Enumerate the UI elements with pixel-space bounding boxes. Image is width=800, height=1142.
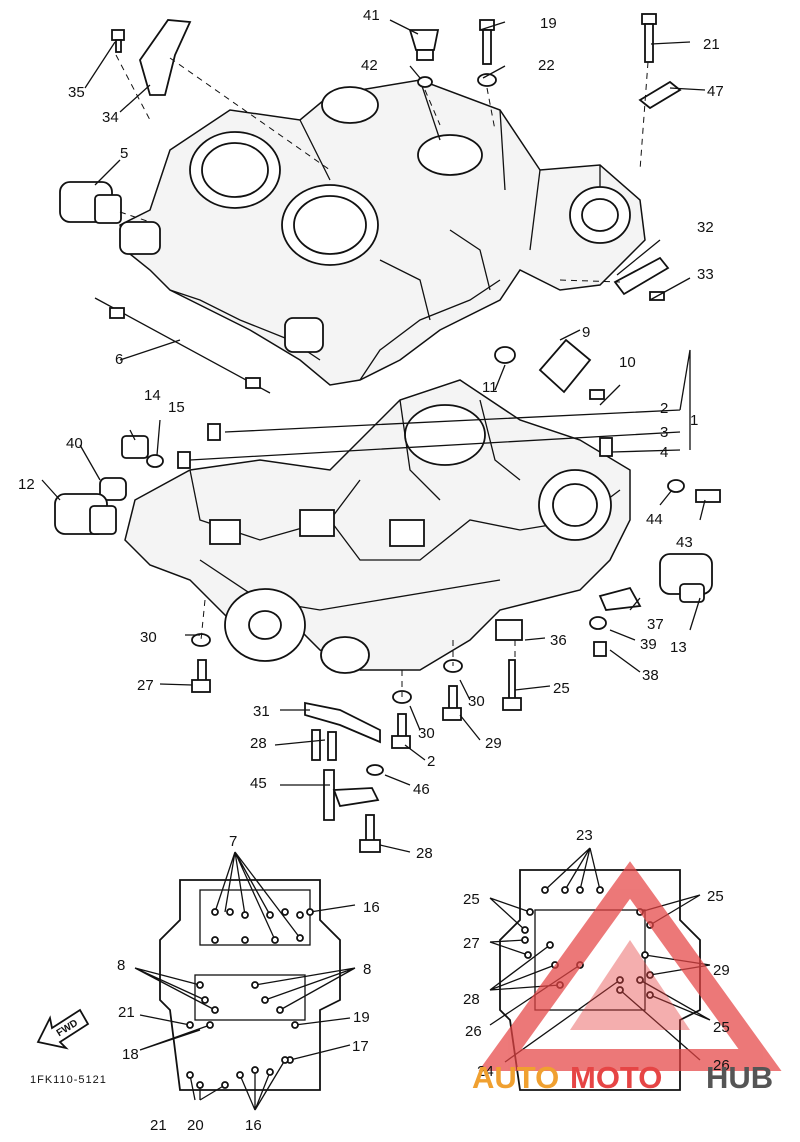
label-12: 12 xyxy=(18,476,35,493)
label-6: 6 xyxy=(115,351,123,368)
label-20: 20 xyxy=(187,1117,204,1134)
label-45: 45 xyxy=(250,775,267,792)
label-36: 36 xyxy=(550,632,567,649)
label-22: 22 xyxy=(538,57,555,74)
fwd-arrow: FWD xyxy=(36,1008,90,1050)
logo-triangle-inner xyxy=(570,940,690,1030)
label-5: 5 xyxy=(120,145,128,162)
label-19-top: 19 xyxy=(540,15,557,32)
label-25-main: 25 xyxy=(553,680,570,697)
label-29-bottom: 29 xyxy=(713,962,730,979)
lower-crankcase xyxy=(124,379,631,674)
label-21-bottom: 21 xyxy=(150,1117,167,1134)
label-4: 4 xyxy=(660,444,668,461)
small-parts xyxy=(54,13,721,853)
label-32: 32 xyxy=(697,219,714,236)
part-labels: 1 2 2 3 4 5 6 7 8 8 9 10 11 12 13 14 15 … xyxy=(18,7,730,1134)
label-25-lower: 25 xyxy=(713,1019,730,1036)
label-16-top: 16 xyxy=(363,899,380,916)
label-40: 40 xyxy=(66,435,83,452)
label-30-low: 30 xyxy=(418,725,435,742)
label-3: 3 xyxy=(660,424,668,441)
label-18: 18 xyxy=(122,1046,139,1063)
label-28-upper: 28 xyxy=(250,735,267,752)
label-30-left: 30 xyxy=(140,629,157,646)
label-27-bottom: 27 xyxy=(463,935,480,952)
watermark-hub: HUB xyxy=(706,1060,773,1095)
automotohub-logo xyxy=(478,861,782,1071)
label-30-mid: 30 xyxy=(468,693,485,710)
label-8-right: 8 xyxy=(363,961,371,978)
watermark-auto: AUTO xyxy=(472,1060,559,1095)
label-33: 33 xyxy=(697,266,714,283)
label-13: 13 xyxy=(670,639,687,656)
label-39: 39 xyxy=(640,636,657,653)
label-8-left: 8 xyxy=(117,957,125,974)
label-25-right: 25 xyxy=(707,888,724,905)
label-46: 46 xyxy=(413,781,430,798)
label-28-lower: 28 xyxy=(416,845,433,862)
label-19-bottom: 19 xyxy=(353,1009,370,1026)
watermark-text: AUTO MOTO HUB xyxy=(472,1060,773,1095)
leader-lines xyxy=(41,19,711,1111)
label-35: 35 xyxy=(68,84,85,101)
label-16-bottom: 16 xyxy=(245,1117,262,1134)
label-38: 38 xyxy=(642,667,659,684)
upper-crankcase xyxy=(119,79,646,386)
label-2: 2 xyxy=(660,400,668,417)
label-43: 43 xyxy=(676,534,693,551)
label-47: 47 xyxy=(707,83,724,100)
label-17: 17 xyxy=(352,1038,369,1055)
bottom-bolts xyxy=(186,886,654,1089)
label-2b: 2 xyxy=(427,753,435,770)
label-9: 9 xyxy=(582,324,590,341)
label-42: 42 xyxy=(361,57,378,74)
label-25-left: 25 xyxy=(463,891,480,908)
label-27: 27 xyxy=(137,677,154,694)
label-29: 29 xyxy=(485,735,502,752)
label-34: 34 xyxy=(102,109,119,126)
label-15: 15 xyxy=(168,399,185,416)
label-37: 37 xyxy=(647,616,664,633)
label-28-bottom: 28 xyxy=(463,991,480,1008)
logo-triangle-outer xyxy=(478,861,782,1071)
label-21-left: 21 xyxy=(118,1004,135,1021)
label-44: 44 xyxy=(646,511,663,528)
label-7: 7 xyxy=(229,833,237,850)
label-41: 41 xyxy=(363,7,380,24)
bottom-view-left xyxy=(159,879,341,1091)
watermark-moto: MOTO xyxy=(570,1060,662,1095)
label-1: 1 xyxy=(690,412,698,429)
label-11: 11 xyxy=(482,379,498,396)
label-26-right: 26 xyxy=(713,1057,730,1074)
diagram-code: 1FK110-5121 xyxy=(30,1074,107,1086)
label-21-top: 21 xyxy=(703,36,720,53)
label-10: 10 xyxy=(619,354,636,371)
label-31: 31 xyxy=(253,703,270,720)
label-24: 24 xyxy=(477,1063,494,1080)
label-26-left: 26 xyxy=(465,1023,482,1040)
label-14: 14 xyxy=(144,387,161,404)
label-23: 23 xyxy=(576,827,593,844)
